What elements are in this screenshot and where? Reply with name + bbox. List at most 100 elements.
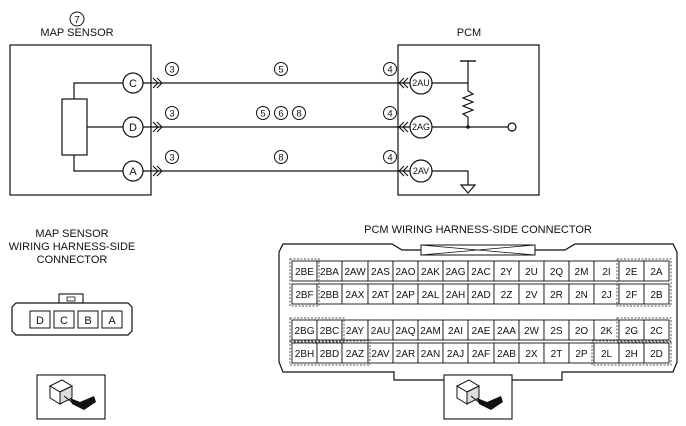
wire1-right-num: 4 — [387, 65, 392, 76]
map-pin-c-label: C — [129, 78, 137, 90]
pcm-pin-cell — [643, 260, 670, 282]
pcm-pin-label: 2Y — [500, 267, 513, 278]
pcm-pin-label: 2BC — [320, 326, 339, 337]
map-sensor-connector: MAP SENSOR WIRING HARNESS-SIDE CONNECTOR… — [9, 228, 135, 420]
pcm-pin-label: 2S — [550, 326, 563, 337]
pcm-pin-label: 2AV — [371, 349, 389, 360]
signal-terminal-icon — [507, 122, 517, 132]
wire2-mid-num-2: 6 — [278, 109, 283, 120]
pcm-pin-label: 2Q — [550, 267, 564, 278]
pcm-pin-label: 2T — [551, 349, 563, 360]
map-sensor-element — [61, 98, 88, 156]
wire3-mid-num: 8 — [278, 153, 283, 164]
pcm-pin-label: 2BG — [294, 326, 314, 337]
pcm-pin-label: 2AG — [445, 267, 465, 278]
pcm-cavity-frame — [591, 340, 672, 366]
pcm-pin-label: 2BE — [295, 267, 314, 278]
pcm-box — [397, 44, 540, 196]
pcm-pin-label: 2AZ — [346, 349, 364, 360]
map-connector-title-1: MAP SENSOR — [35, 228, 108, 240]
pcm-pin-label: 2AI — [448, 326, 463, 337]
pcm-pin-label: 2Z — [501, 290, 513, 301]
wire-d-2ag: 3 5 6 8 4 — [143, 106, 410, 133]
pcm-pin-label: 2F — [626, 290, 638, 301]
pcm-pin-label: 2AH — [446, 290, 465, 301]
pcm-pin-2au-label: 2AU — [412, 78, 430, 88]
pcm-title: PCM — [457, 27, 481, 39]
pcm-pin-label: 2W — [524, 326, 540, 337]
pcm-cavity-frame — [289, 340, 371, 366]
pcm-pin-label: 2AM — [420, 326, 441, 337]
map-connector-pin-b: B — [84, 315, 91, 327]
pcm-cavity-frame — [289, 258, 320, 307]
pcm-pin-label: 2BH — [295, 349, 314, 360]
pcm-pin-label: 2AQ — [395, 326, 415, 337]
pcm-pin-label: 2J — [601, 290, 612, 301]
pcm-pin-label: 2G — [625, 326, 639, 337]
pcm-pin-label: 2AL — [422, 290, 440, 301]
map-connector-title-3: CONNECTOR — [37, 254, 108, 266]
pcm-pin-cell — [643, 283, 670, 305]
pcm-pin-label: 2AO — [395, 267, 415, 278]
map-pin-a-label: A — [129, 166, 137, 178]
pcm: PCM 2AU 2AG 2AV — [397, 27, 540, 196]
pcm-pin-label: 2AN — [421, 349, 440, 360]
pcm-pin-label: 2AA — [497, 326, 516, 337]
pcm-pin-label: 2O — [575, 326, 589, 337]
pcm-cavity-frame — [289, 317, 345, 343]
wire1-left-num: 3 — [169, 65, 174, 76]
pcm-pin-label: 2AJ — [447, 349, 464, 360]
pcm-pin-label: 2M — [575, 267, 589, 278]
pcm-pin-label: 2A — [650, 267, 663, 278]
map-sensor-title: MAP SENSOR — [40, 27, 113, 39]
pcm-pin-label: 2P — [575, 349, 588, 360]
pcm-pin-2av-label: 2AV — [413, 166, 429, 176]
pcm-pin-label: 2L — [601, 349, 613, 360]
pcm-pin-label: 2BF — [295, 290, 313, 301]
pcm-pin-label: 2AU — [371, 326, 390, 337]
wire2-mid-num-3: 8 — [296, 109, 301, 120]
pcm-pin-label: 2AR — [396, 349, 415, 360]
pcm-connector: PCM WIRING HARNESS-SIDE CONNECTOR 2BE 2BA… — [278, 224, 678, 381]
pcm-pin-label: 2AD — [471, 290, 490, 301]
pcm-pin-label: 2AC — [471, 267, 490, 278]
pcm-pin-label: 2B — [650, 290, 663, 301]
pcm-pin-label: 2AP — [396, 290, 415, 301]
pcm-pin-label: 2I — [602, 267, 610, 278]
pcm-pin-label: 2BD — [320, 349, 339, 360]
pcm-connector-title: PCM WIRING HARNESS-SIDE CONNECTOR — [364, 224, 592, 236]
pcm-pin-label: 2E — [625, 267, 638, 278]
wire1-mid-num: 5 — [278, 65, 283, 76]
pcm-pin-label: 2BB — [320, 290, 339, 301]
pcm-pin-label: 2BA — [320, 267, 339, 278]
pcm-pin-label: 2AW — [344, 267, 366, 278]
wire-c-2au: 3 5 4 — [143, 62, 410, 89]
wires: 3 5 4 3 5 6 8 4 — [143, 62, 410, 177]
wire3-right-num: 4 — [387, 153, 392, 164]
pcm-pin-label: 2K — [600, 326, 613, 337]
map-sensor-number-circle — [69, 11, 85, 27]
wire2-left-num: 3 — [169, 109, 174, 120]
ground-icon — [459, 184, 477, 194]
pcm-pin-label: 2AS — [371, 267, 390, 278]
wire2-right-num: 4 — [387, 109, 392, 120]
pcm-pin-label: 2X — [525, 349, 538, 360]
pcm-pin-label: 2H — [625, 349, 638, 360]
pcm-pin-label: 2V — [525, 290, 538, 301]
pcm-pin-label: 2R — [550, 290, 563, 301]
pcm-cavity-frame — [616, 258, 672, 307]
map-sensor: 7 MAP SENSOR C D A — [9, 11, 152, 196]
pcm-pin-cell — [643, 342, 670, 364]
pcm-pin-label: 2AY — [346, 326, 364, 337]
wire2-mid-num-1: 5 — [260, 109, 265, 120]
map-pin-d-label: D — [129, 122, 137, 134]
wire3-left-num: 3 — [169, 153, 174, 164]
pcm-pin-cell — [643, 319, 670, 341]
view-direction-icon — [36, 374, 106, 420]
map-connector-pin-c: C — [60, 315, 68, 327]
wire-a-2av: 3 8 4 — [143, 150, 410, 177]
pcm-pin-label: 2AX — [346, 290, 365, 301]
pull-up-resistor-icon — [461, 90, 475, 118]
